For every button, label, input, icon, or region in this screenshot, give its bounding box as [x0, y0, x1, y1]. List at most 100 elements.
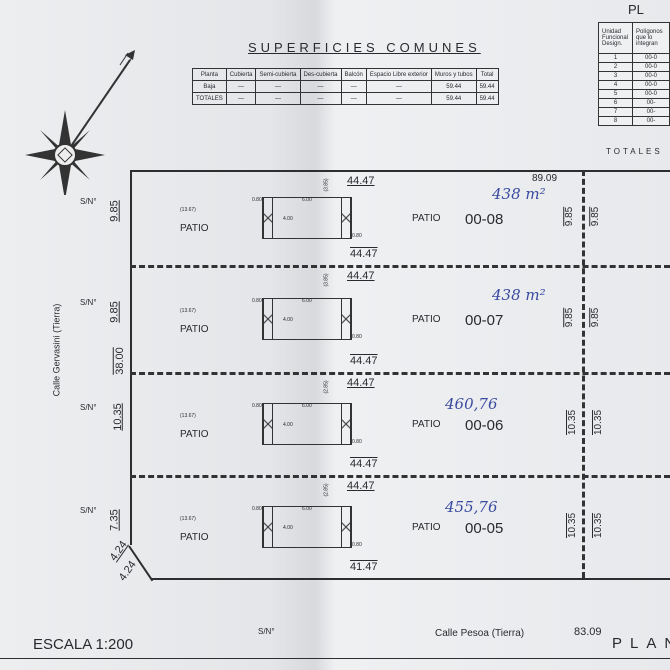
lot-bottom-dimension: 44.47: [350, 458, 378, 470]
unit-totals-label: TOTALES: [606, 147, 663, 156]
building-dimension: 0.80: [352, 232, 362, 239]
lot-rear-dimension: 9.85: [564, 307, 576, 327]
plan-label: PLAN: [612, 635, 670, 652]
table-cell: 00-0: [632, 80, 670, 90]
column-header: Planta: [192, 68, 227, 81]
lot-top-dimension: 44.47: [347, 175, 375, 187]
lot-divider: [130, 372, 670, 375]
street-number-label: S/N°: [80, 505, 97, 515]
table-cell: —: [365, 92, 432, 105]
bottom-boundary-line: [152, 578, 670, 580]
unit-table-title: PL: [628, 2, 644, 17]
table-cell: 8: [598, 116, 633, 126]
left-boundary-line: [130, 170, 132, 545]
street-number-label: S/N°: [80, 196, 97, 206]
building-setback: (2.85): [323, 380, 330, 394]
rear-patio-label: PATIO: [412, 418, 441, 430]
table-header-row: Unidad Funcional Design.Polígonos que lo…: [598, 22, 670, 54]
lot-id: 00-08: [465, 210, 504, 228]
bottom-street-number: S/N°: [258, 627, 275, 636]
column-header: Des-cubierta: [299, 68, 342, 81]
table-cell: —: [340, 80, 367, 93]
building-footprint: [262, 505, 352, 548]
lot-front-dimension: 9.85: [108, 199, 121, 222]
table-cell: —: [225, 80, 257, 93]
building-dimension: 0.80: [352, 438, 362, 445]
table-cell: —: [225, 92, 257, 105]
lot-top-dimension: 44.47: [347, 480, 375, 492]
table-cell: 2: [598, 62, 633, 72]
table-cell: 59.44: [430, 80, 477, 93]
table-cell: TOTALES: [192, 92, 227, 105]
lot-divider: [130, 265, 670, 268]
handwritten-area: 460,76: [445, 394, 498, 413]
building-dimension: 0.80: [252, 196, 262, 203]
building-footprint: [262, 196, 352, 239]
table-cell: 59.44: [475, 80, 499, 93]
table-cell: Baja: [192, 80, 227, 93]
table-cell: 3: [598, 71, 633, 81]
street-number-label: S/N°: [80, 402, 97, 412]
patio-label: PATIO: [180, 531, 209, 543]
common-areas-title: SUPERFICIES COMUNES: [248, 40, 481, 55]
table-cell: —: [255, 80, 301, 93]
table-cell: 4: [598, 80, 633, 90]
lot-rear-dimension: 9.85: [564, 206, 576, 226]
table-cell: —: [299, 92, 342, 105]
building-dimension: 0.80: [352, 333, 362, 340]
building-dimension: 0.80: [252, 297, 262, 304]
lot-area-note: (13.67): [180, 206, 196, 213]
lot-top-dimension: 44.47: [347, 270, 375, 282]
lot-id: 00-05: [465, 519, 504, 537]
lot-bottom-dimension: 44.47: [350, 248, 378, 260]
column-header: Total: [475, 68, 499, 81]
frame-line: [0, 658, 670, 659]
patio-label: PATIO: [180, 323, 209, 335]
patio-label: PATIO: [180, 428, 209, 440]
table-cell: —: [340, 92, 367, 105]
table-cell: 00-: [632, 107, 670, 117]
building-dimension: 4.00: [283, 316, 293, 323]
building-dimension: 4.00: [283, 524, 293, 531]
building-dimension: 0.80: [352, 541, 362, 548]
bottom-street-label: Calle Pesoa (Tierra): [435, 628, 525, 639]
top-dimension: 89.09: [532, 173, 558, 184]
building-dimension: 6.00: [302, 402, 312, 409]
lot-area-note: (13.67): [180, 515, 196, 522]
column-header: Unidad Funcional Design.: [598, 22, 633, 54]
building-dimension: 6.00: [302, 297, 312, 304]
lot-divider: [130, 475, 670, 478]
rear-patio-label: PATIO: [412, 313, 441, 325]
building-dimension: 0.80: [252, 402, 262, 409]
table-cell: 00-0: [632, 62, 670, 72]
column-header: Semi-cubierta: [255, 68, 301, 81]
left-street-label: Calle Gervasini (Tierra): [51, 303, 62, 397]
lot-front-dimension: 10.35: [111, 402, 124, 431]
column-header: Espacio Libre exterior: [365, 68, 432, 81]
building-dimension: 0.80: [252, 505, 262, 512]
street-number-label: S/N°: [80, 297, 97, 307]
patio-label: PATIO: [180, 222, 209, 234]
lot-top-dimension: 44.47: [347, 377, 375, 389]
corner-dimension: 4.24: [107, 538, 130, 564]
lot-area-note: (13.67): [180, 307, 196, 314]
handwritten-area: 438 m²: [492, 285, 546, 304]
table-cell: 6: [598, 98, 633, 108]
lot-bottom-dimension: 44.47: [350, 355, 378, 367]
table-cell: —: [255, 92, 301, 105]
building-dimension: 6.00: [302, 196, 312, 203]
north-arrow-compass-icon: [25, 50, 135, 195]
column-header: Polígonos que lo integran: [632, 22, 670, 54]
column-header: Muros y tubos: [430, 68, 477, 81]
column-header: Balcón: [340, 68, 367, 81]
lot-id: 00-06: [465, 416, 504, 434]
